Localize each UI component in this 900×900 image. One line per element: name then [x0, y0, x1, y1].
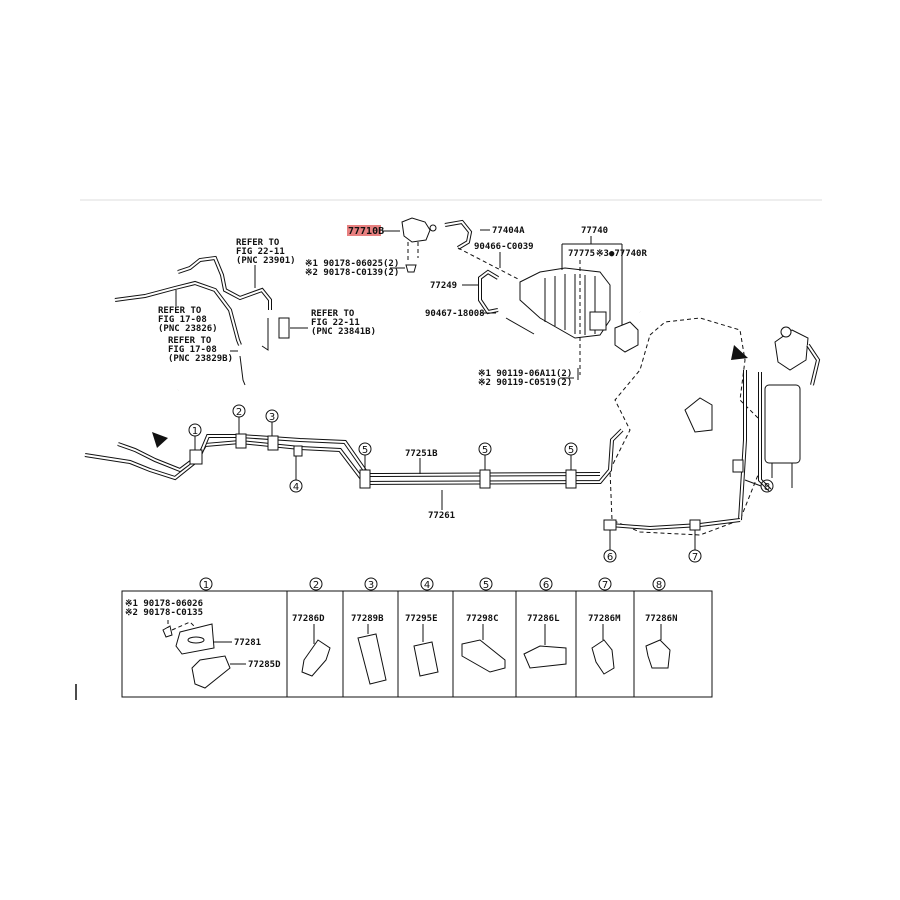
table-header-3: 3 — [364, 577, 378, 591]
svg-text:1: 1 — [203, 580, 209, 591]
part-90467-18008[interactable]: 90467-18008 — [425, 309, 485, 319]
tank-pump — [684, 397, 713, 433]
callout-4: 4 — [289, 456, 303, 493]
ref-r4-line1: REFER TO — [311, 309, 355, 319]
part-77285D[interactable]: 77285D — [248, 660, 281, 670]
svg-text:2: 2 — [313, 580, 319, 591]
direction-arrow-right — [639, 311, 748, 360]
svg-text:1: 1 — [192, 426, 198, 437]
ref-r2-line3: (PNC 23826) — [158, 324, 218, 334]
vsv-77740R — [614, 321, 639, 353]
ref-r3-line3: (PNC 23829B) — [168, 354, 233, 364]
part-90466-C0039[interactable]: 90466-C0039 — [474, 242, 534, 252]
ref-r3-line2: FIG 17-08 — [168, 345, 217, 355]
ref-r1-line1: REFER TO — [236, 238, 280, 248]
clamp-77285D — [191, 655, 231, 689]
highlight-box — [347, 225, 381, 236]
part-77710B[interactable]: 77710B — [348, 226, 384, 237]
svg-text:3: 3 — [368, 580, 374, 591]
ref-r2-line1: REFER TO — [158, 306, 202, 316]
part-bolt1[interactable]: ※1 90178-06025(2) — [305, 259, 399, 269]
svg-text:3: 3 — [269, 412, 275, 423]
main-fuel-lines — [84, 428, 744, 531]
part-77295E[interactable]: 77295E — [405, 614, 438, 624]
part-bolt2[interactable]: ※2 90178-C0139(2) — [305, 268, 399, 278]
table-header-1: 1 — [199, 577, 213, 591]
callout-7: 7 — [688, 530, 702, 563]
part-77404A[interactable]: 77404A — [492, 226, 525, 236]
charcoal-canister — [519, 267, 611, 339]
part-77740R[interactable]: ※3●77740R — [596, 249, 647, 259]
ref-r4-line3: (PNC 23841B) — [311, 327, 376, 337]
part-77249[interactable]: 77249 — [430, 281, 457, 291]
table-cell-3: 77289B — [351, 614, 387, 685]
table-cell-7: 77286M — [588, 614, 621, 675]
part-bolt4[interactable]: ※2 90119-C0519(2) — [478, 378, 572, 388]
table-cell-5: 77298C — [461, 614, 506, 673]
part-90178-06026[interactable]: ※1 90178-06026 — [125, 599, 203, 609]
svg-text:8: 8 — [656, 580, 662, 591]
part-77251B[interactable]: 77251B — [405, 449, 438, 459]
table-header-4: 4 — [420, 577, 434, 591]
callout-8: 8 — [744, 479, 774, 493]
part-77261[interactable]: 77261 — [428, 511, 455, 521]
direction-arrow-left — [152, 389, 179, 448]
table-header-8: 8 — [652, 577, 666, 591]
part-77298C[interactable]: 77298C — [466, 614, 499, 624]
table-header-6: 6 — [539, 577, 553, 591]
part-77281[interactable]: 77281 — [234, 638, 261, 648]
svg-text:8: 8 — [764, 482, 770, 493]
table-cell-2: 77286D — [292, 614, 331, 677]
ref-r1-line2: FIG 22-11 — [236, 247, 285, 257]
svg-text:2: 2 — [236, 407, 242, 418]
part-77286D[interactable]: 77286D — [292, 614, 325, 624]
callout-1: 1 — [188, 423, 202, 450]
filler-assembly — [738, 326, 821, 521]
hose-77249 — [478, 269, 500, 315]
part-77286N[interactable]: 77286N — [645, 614, 678, 624]
callout-2: 2 — [232, 404, 246, 434]
ref-r1-line3: (PNC 23901) — [236, 256, 296, 266]
ref-r4-line2: FIG 22-11 — [311, 318, 360, 328]
svg-text:7: 7 — [602, 580, 608, 591]
tube-fitting — [505, 317, 535, 335]
upper-left-hoses — [114, 255, 308, 386]
svg-text:5: 5 — [483, 580, 489, 591]
callout-3: 3 — [265, 409, 279, 436]
part-77286L[interactable]: 77286L — [527, 614, 560, 624]
table-header-7: 7 — [598, 577, 612, 591]
ref-r2-line2: FIG 17-08 — [158, 315, 207, 325]
table-header-2: 2 — [309, 577, 323, 591]
callout-5b: 5 — [478, 442, 492, 470]
clamp-77281 — [175, 623, 215, 655]
clamp-table — [121, 590, 713, 698]
svg-text:5: 5 — [568, 445, 574, 456]
callout-5a: 5 — [358, 442, 372, 470]
svg-text:5: 5 — [482, 445, 488, 456]
callout-6: 6 — [603, 530, 617, 563]
table-cell-4: 77295E — [405, 614, 439, 677]
svg-text:4: 4 — [424, 580, 430, 591]
callout-5c: 5 — [564, 442, 578, 470]
svg-text:4: 4 — [293, 482, 299, 493]
part-77286M[interactable]: 77286M — [588, 614, 621, 624]
part-bolt3[interactable]: ※1 90119-06A11(2) — [478, 369, 572, 379]
svg-text:5: 5 — [362, 445, 368, 456]
svg-text:6: 6 — [607, 552, 613, 563]
part-77740[interactable]: 77740 — [581, 226, 608, 236]
table-header-5: 5 — [479, 577, 493, 591]
part-77289B[interactable]: 77289B — [351, 614, 384, 624]
svg-text:6: 6 — [543, 580, 549, 591]
ref-r3-line1: REFER TO — [168, 336, 212, 346]
table-cell-8: 77286N — [645, 614, 678, 669]
part-90178-C0135[interactable]: ※2 90178-C0135 — [125, 608, 203, 618]
table-cell-6: 77286L — [523, 614, 567, 669]
part-77775[interactable]: 77775 — [568, 249, 595, 259]
vsv-valve — [401, 217, 437, 273]
svg-text:7: 7 — [692, 552, 698, 563]
